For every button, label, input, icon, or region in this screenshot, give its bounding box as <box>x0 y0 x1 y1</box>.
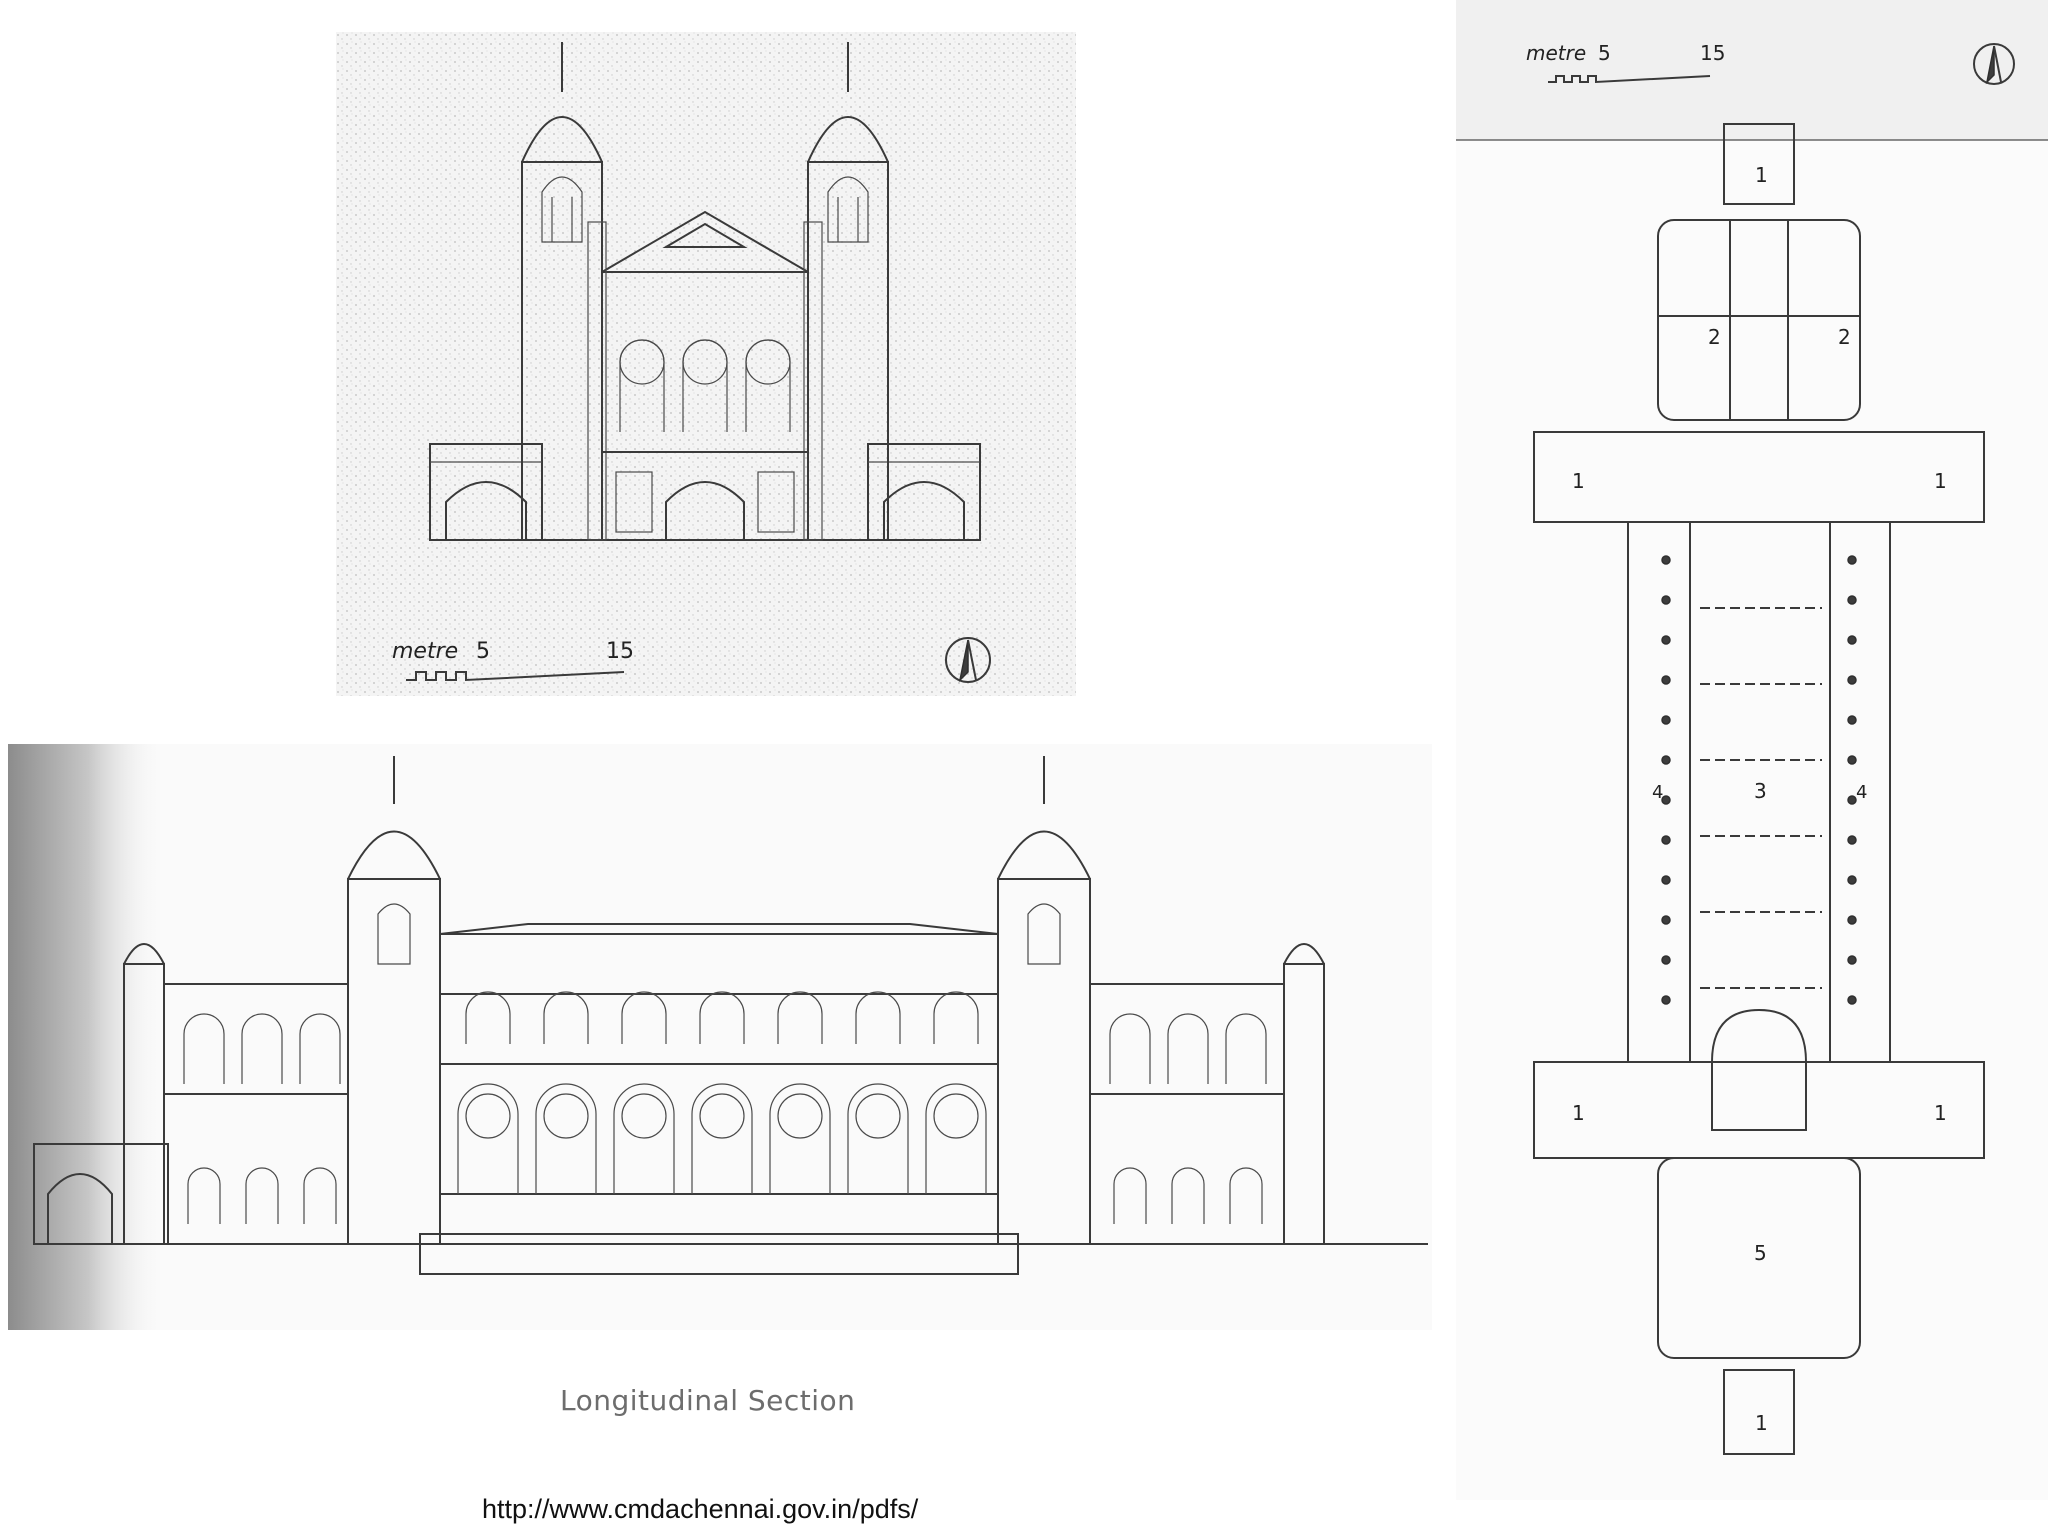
section-bay <box>457 991 519 1194</box>
paper-background <box>1456 0 2048 1500</box>
scale-mark-5: 5 <box>476 639 490 664</box>
scan-top-band <box>1456 0 2048 140</box>
scale-unit-label: metre <box>392 639 458 664</box>
aisle-pier <box>1847 795 1857 805</box>
aisle-pier <box>1847 875 1857 885</box>
room-label-2-left: 2 <box>1708 325 1721 349</box>
section-side-window <box>1109 1013 1151 1224</box>
north-arrow-icon <box>945 637 991 683</box>
room-label-4-right-aisle: 4 <box>1856 782 1867 803</box>
aisle-pier <box>1847 555 1857 565</box>
section-side-window <box>1167 1013 1209 1224</box>
aisle-pier <box>1847 995 1857 1005</box>
room-label-1-lower-right: 1 <box>1934 1101 1947 1125</box>
section-bay <box>769 991 831 1194</box>
aisle-pier <box>1847 955 1857 965</box>
scan-shadow <box>8 744 168 1330</box>
aisle-pier <box>1847 595 1857 605</box>
building-facade <box>429 42 981 541</box>
source-url: http://www.cmdachennai.gov.in/pdfs/ <box>482 1494 919 1524</box>
north-arrow-icon <box>1973 43 2015 85</box>
aisle-pier <box>1847 835 1857 845</box>
paper-background <box>336 32 1076 696</box>
section-bay <box>847 991 909 1194</box>
section-window-bays <box>183 991 1267 1224</box>
plan-walls <box>1533 123 1985 1455</box>
scale-mark-15: 15 <box>606 639 634 664</box>
aisle-pier <box>1661 915 1671 925</box>
aisle-pier <box>1847 715 1857 725</box>
scale-bar: metre 5 15 <box>1526 41 1725 84</box>
section-bay <box>535 991 597 1194</box>
room-label-4-left-aisle: 4 <box>1652 782 1663 803</box>
section-side-window <box>299 1013 341 1224</box>
section-caption: Longitudinal Section <box>560 1384 856 1417</box>
aisle-pier <box>1847 755 1857 765</box>
front-elevation-drawing: metre 5 15 <box>336 32 1076 696</box>
aisle-pier <box>1661 955 1671 965</box>
scale-bar: metre 5 15 <box>392 639 634 682</box>
scale-unit-label: metre <box>1526 41 1586 65</box>
nave-pier-rows <box>1661 555 1857 1005</box>
scale-mark-5: 5 <box>1598 41 1611 65</box>
room-label-1-top: 1 <box>1755 163 1768 187</box>
room-label-1-upper-right: 1 <box>1934 469 1947 493</box>
section-bay <box>691 991 753 1194</box>
aisle-pier <box>1661 755 1671 765</box>
section-side-window <box>183 1013 225 1224</box>
section-building <box>33 756 1428 1275</box>
section-side-window <box>1225 1013 1267 1224</box>
room-label-5-hall: 5 <box>1754 1241 1767 1265</box>
aisle-pier <box>1847 635 1857 645</box>
aisle-pier <box>1661 635 1671 645</box>
longitudinal-section-drawing <box>8 744 1432 1330</box>
scale-mark-15: 15 <box>1700 41 1725 65</box>
room-label-1-upper-left: 1 <box>1572 469 1585 493</box>
section-bay <box>925 991 987 1194</box>
aisle-pier <box>1661 675 1671 685</box>
room-label-1-lower-left: 1 <box>1572 1101 1585 1125</box>
aisle-pier <box>1661 595 1671 605</box>
aisle-pier <box>1661 875 1671 885</box>
aisle-pier <box>1661 715 1671 725</box>
section-side-window <box>241 1013 283 1224</box>
aisle-pier <box>1661 555 1671 565</box>
aisle-pier <box>1661 795 1671 805</box>
section-bay <box>613 991 675 1194</box>
room-label-1-bottom: 1 <box>1755 1411 1768 1435</box>
aisle-pier <box>1847 675 1857 685</box>
room-label-3-nave: 3 <box>1754 779 1767 803</box>
aisle-pier <box>1847 915 1857 925</box>
room-label-2-right: 2 <box>1838 325 1851 349</box>
aisle-pier <box>1661 835 1671 845</box>
paper-background <box>8 744 1432 1330</box>
aisle-pier <box>1661 995 1671 1005</box>
room-labels: 1 2 2 1 1 3 4 4 1 1 5 1 <box>1572 163 1947 1435</box>
floor-plan-drawing: metre 5 15 <box>1456 0 2048 1500</box>
